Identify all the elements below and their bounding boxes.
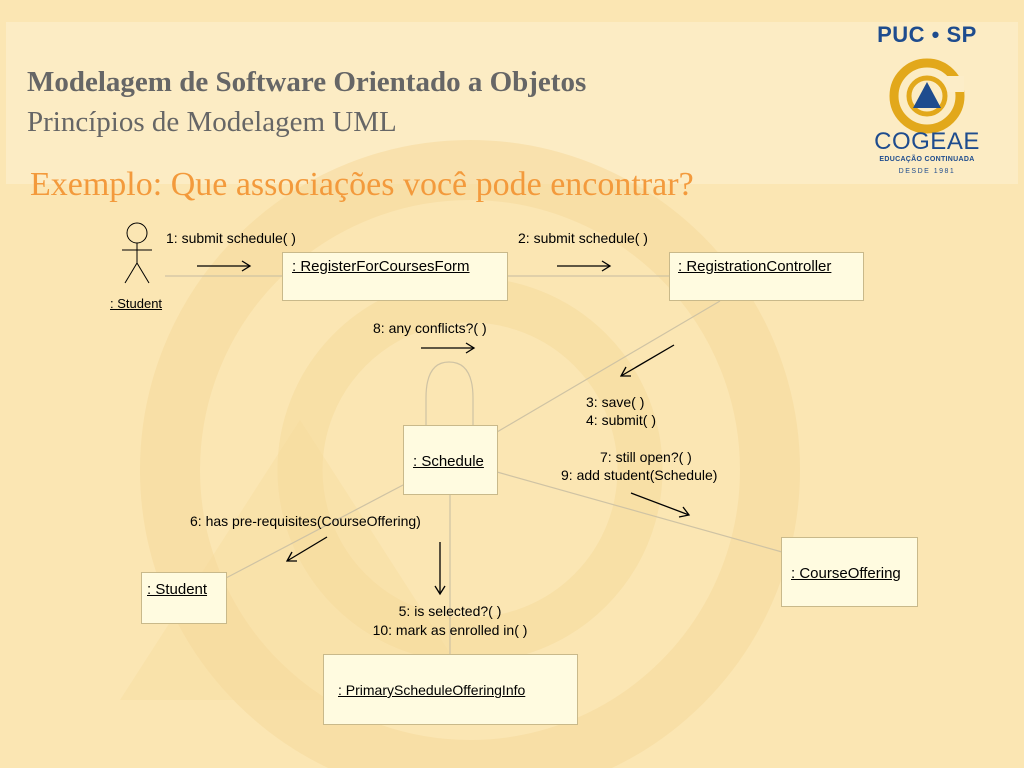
slide-title: Modelagem de Software Orientado a Objeto… (27, 66, 587, 98)
slide-subtitle: Princípios de Modelagem UML (27, 106, 397, 138)
object-schedule: : Schedule (403, 425, 498, 495)
logo-top-text: PUC • SP (877, 22, 977, 47)
object-student: : Student (141, 572, 227, 624)
link-controller-schedule (496, 300, 721, 433)
message-8: 8: any conflicts?( ) (373, 320, 487, 336)
puc-sp-cogeae-logo: PUC • SP COGEAE EDUCAÇÃO CONTINUADA DESD… (862, 18, 992, 183)
arrow-msg-7-9 (630, 492, 690, 516)
message-9: 9: add student(Schedule) (561, 467, 718, 483)
message-3: 3: save( ) (586, 394, 645, 410)
logo-tagline: EDUCAÇÃO CONTINUADA (879, 156, 975, 163)
object-student-label: : Student (147, 581, 208, 598)
object-register-form-label: : RegisterForCoursesForm (292, 258, 470, 275)
arrow-msg-6 (286, 536, 328, 562)
message-6: 6: has pre-requisites(CourseOffering) (190, 513, 421, 529)
logo-name: COGEAE (874, 128, 980, 155)
message-10: 10: mark as enrolled in( ) (372, 622, 528, 638)
cogeae-emblem-icon (889, 58, 965, 134)
message-1: 1: submit schedule( ) (166, 230, 296, 246)
message-5: 5: is selected?( ) (398, 603, 502, 619)
object-registration-controller: : RegistrationController (669, 252, 864, 301)
object-register-form: : RegisterForCoursesForm (282, 252, 508, 301)
student-actor-icon (122, 222, 152, 284)
arrow-msg-3-4 (620, 344, 675, 377)
link-schedule-courseoffering (496, 471, 783, 553)
message-2: 2: submit schedule( ) (518, 230, 648, 246)
message-7: 7: still open?( ) (600, 449, 692, 465)
object-schedule-label: : Schedule (413, 453, 484, 470)
object-primary-schedule-offering-info: : PrimaryScheduleOfferingInfo (323, 654, 578, 725)
message-4: 4: submit( ) (586, 412, 657, 428)
logo-since: DESDE 1981 (898, 168, 956, 175)
self-link-schedule (425, 361, 474, 426)
actor-student-label: : Student (110, 296, 163, 311)
object-registration-controller-label: : RegistrationController (678, 258, 832, 275)
object-course-offering-label: : CourseOffering (791, 565, 901, 582)
object-course-offering: : CourseOffering (781, 537, 918, 607)
object-primary-schedule-label: : PrimaryScheduleOfferingInfo (338, 682, 526, 698)
slide-heading: Exemplo: Que associações você pode encon… (30, 166, 694, 203)
link-schedule-student (225, 483, 406, 579)
